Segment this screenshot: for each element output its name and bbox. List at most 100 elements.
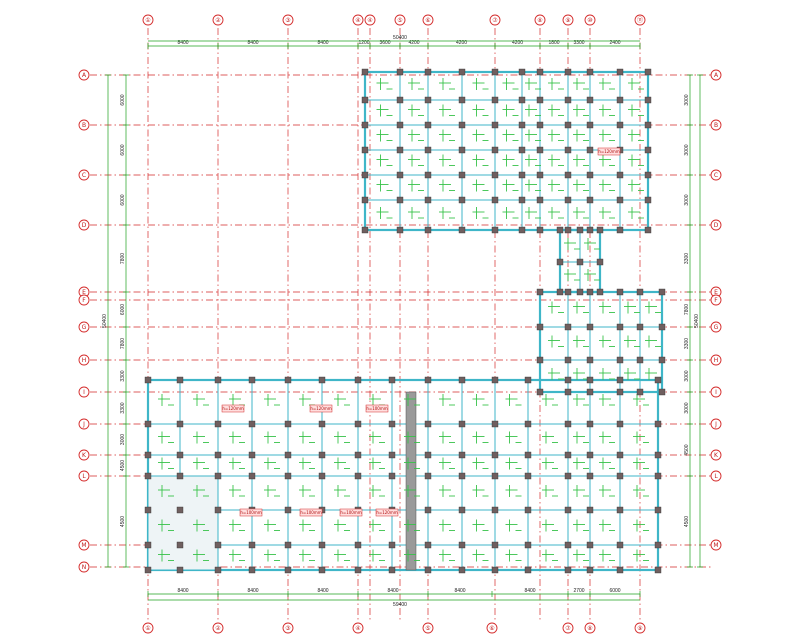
column — [596, 258, 604, 266]
left-total-dimension-label: 50400 — [102, 314, 108, 328]
slab-thickness-label: h=120mm — [598, 149, 619, 154]
column — [424, 96, 432, 104]
column — [458, 566, 466, 574]
axis-bubble — [489, 14, 501, 26]
column — [248, 566, 256, 574]
axis-bubble — [78, 69, 90, 81]
bottom-dimension-label: 6000 — [609, 588, 620, 594]
column — [536, 288, 544, 296]
bottom-dimension-label: 8400 — [524, 588, 535, 594]
column — [524, 420, 532, 428]
axis-label: ⑦ — [492, 17, 498, 24]
top-dimension-label: 8400 — [317, 40, 328, 46]
slab-thickness-tag — [597, 147, 621, 156]
axis-label: F — [82, 297, 86, 304]
column — [524, 451, 532, 459]
axis-bubble — [352, 622, 364, 634]
axis-label: H — [714, 357, 719, 364]
axis-bubble — [562, 622, 574, 634]
column — [214, 472, 222, 480]
column — [144, 376, 152, 384]
top-dimension-label: 4200 — [512, 40, 523, 46]
left-dimension-label: 6000 — [120, 194, 126, 205]
axis-bubble — [710, 294, 722, 306]
axis-label: ⑨ — [637, 625, 642, 632]
column — [396, 226, 404, 234]
column — [658, 288, 666, 296]
column — [176, 472, 184, 480]
top-dimension-label: 4200 — [408, 40, 419, 46]
column — [354, 472, 362, 480]
slab-thickness-tag — [221, 404, 245, 413]
slab-thickness-tag — [309, 404, 333, 413]
axis-label: L — [714, 473, 718, 480]
left-dimension-label: 3000 — [120, 434, 126, 445]
column — [361, 146, 369, 154]
slab-thickness-tag — [339, 508, 363, 517]
axis-label: A — [82, 72, 87, 79]
column — [284, 472, 292, 480]
column — [658, 356, 666, 364]
axis-label: ⑧ — [537, 17, 542, 24]
column — [491, 146, 499, 154]
left-dimension-label: 7800 — [120, 338, 126, 349]
column — [284, 451, 292, 459]
column — [596, 226, 604, 234]
axis-bubble — [364, 14, 376, 26]
column — [654, 566, 662, 574]
right-dimension-label: 3000 — [684, 144, 690, 155]
column — [491, 68, 499, 76]
column — [564, 226, 572, 234]
column — [354, 376, 362, 384]
axis-label: ④ — [355, 17, 360, 24]
left-dimension-label: 4500 — [120, 460, 126, 471]
column — [564, 68, 572, 76]
slab-thickness-label: h=100mm — [300, 510, 321, 515]
axis-bubble — [710, 449, 722, 461]
slab-thickness-label: h=120mm — [222, 406, 243, 411]
column — [424, 68, 432, 76]
top-dimension-label: 3600 — [379, 40, 390, 46]
column — [361, 121, 369, 129]
left-dimension-label: 6000 — [120, 304, 126, 315]
column — [636, 323, 644, 331]
column — [424, 451, 432, 459]
column — [424, 226, 432, 234]
axis-bubble — [422, 14, 434, 26]
top-dimension-label: 8400 — [247, 40, 258, 46]
column — [458, 420, 466, 428]
column — [176, 451, 184, 459]
axis-label: ⑦ — [565, 625, 571, 632]
slab-thickness-label: h=120mm — [376, 510, 397, 515]
column — [564, 541, 572, 549]
column — [318, 541, 326, 549]
axis-bubble — [486, 622, 498, 634]
column — [564, 420, 572, 428]
slab-thickness-tag — [375, 508, 399, 517]
column — [284, 566, 292, 574]
column — [491, 196, 499, 204]
column — [284, 506, 292, 514]
column — [388, 420, 396, 428]
axis-label: ① — [145, 625, 150, 632]
column — [654, 472, 662, 480]
axis-bubble — [634, 622, 646, 634]
column — [424, 196, 432, 204]
column — [616, 506, 624, 514]
column — [586, 420, 594, 428]
top-dimension-label: 4200 — [456, 40, 467, 46]
column — [424, 171, 432, 179]
column — [586, 356, 594, 364]
column — [636, 388, 644, 396]
column — [458, 121, 466, 129]
column — [564, 121, 572, 129]
axis-label: ③ — [285, 17, 290, 24]
slab-thickness-label: h=100mm — [240, 510, 261, 515]
column — [284, 420, 292, 428]
column — [586, 541, 594, 549]
axis-label: B — [82, 122, 86, 129]
axis-bubble — [78, 418, 90, 430]
column — [214, 566, 222, 574]
column — [616, 323, 624, 331]
column — [524, 472, 532, 480]
